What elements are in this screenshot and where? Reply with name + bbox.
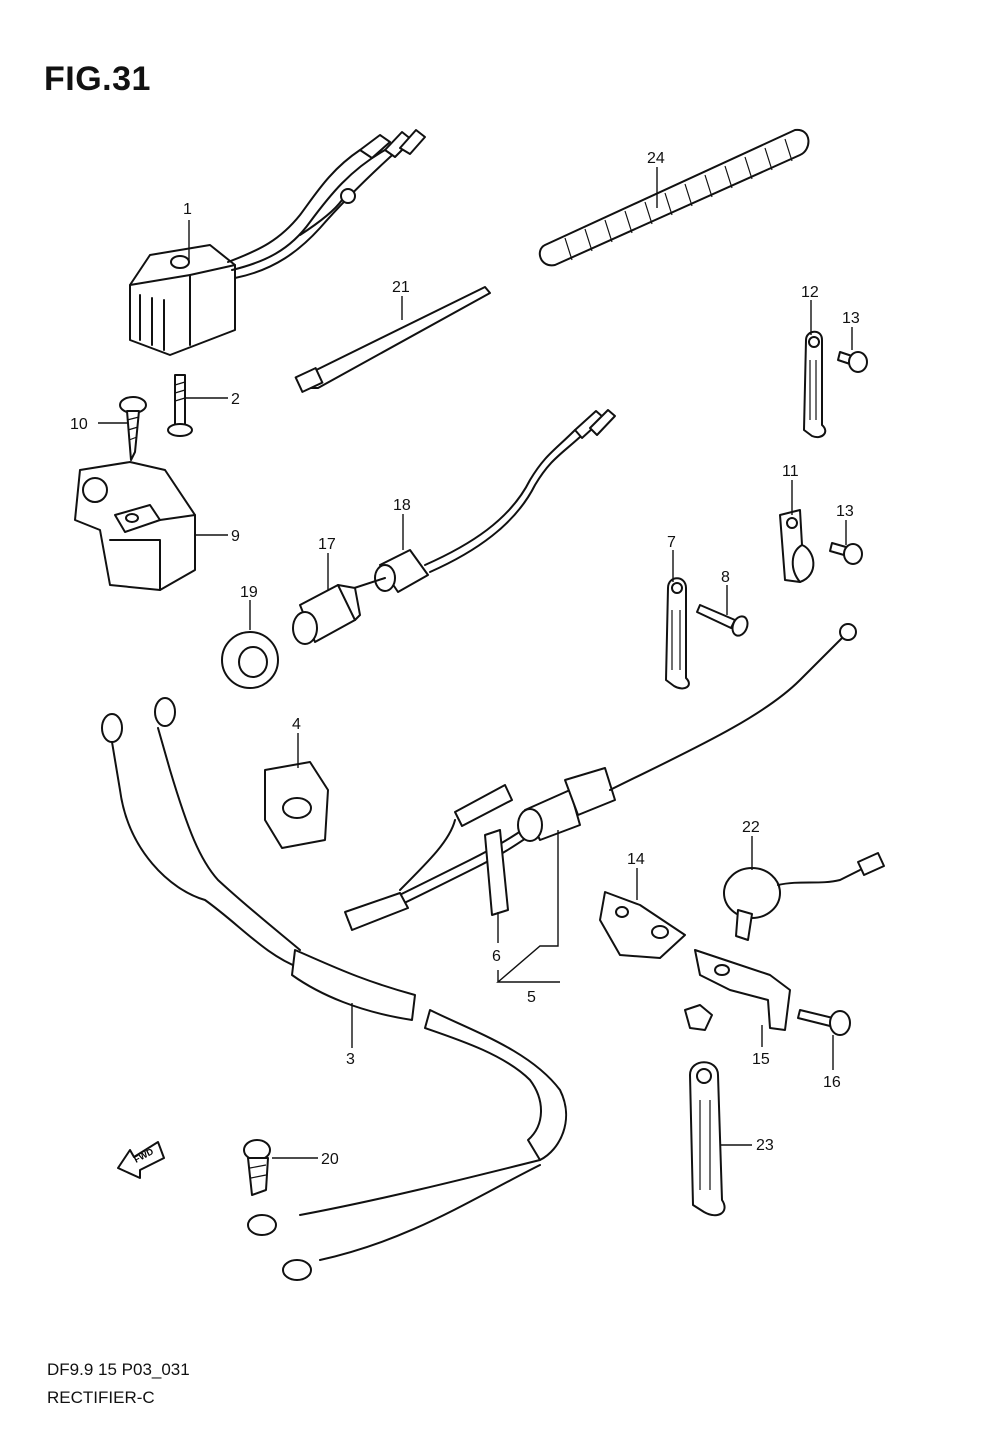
callout-10: 10 [70,416,88,433]
part-17-lamp-holder [292,584,361,645]
callout-16: 16 [823,1074,841,1091]
callout-5: 5 [527,989,536,1006]
part-20-bolt [243,1139,271,1196]
part-7-clamp [665,577,690,690]
callout-22: 22 [742,819,760,836]
callout-20: 20 [321,1151,339,1168]
callout-1: 1 [183,201,192,218]
callout-9: 9 [231,528,240,545]
figure-code: DF9.9 15 P03_031 [47,1360,190,1379]
part-9-bracket [74,461,196,591]
callout-23: 23 [756,1137,774,1154]
callout-15: 15 [752,1051,770,1068]
part-22-switch [723,852,885,941]
figure-title: FIG.31 [44,60,151,98]
callout-2: 2 [231,391,240,408]
figure-name: RECTIFIER-C [47,1388,155,1407]
part-18-cable-grommet [341,409,616,593]
callout-6: 6 [492,948,501,965]
callout-13-upper: 13 [842,310,860,327]
callout-21: 21 [392,279,410,296]
callout-8: 8 [721,569,730,586]
callout-12: 12 [801,284,819,301]
callout-7: 7 [667,534,676,551]
callout-14: 14 [627,851,645,868]
callout-4: 4 [292,716,301,733]
part-15-bracket [684,949,791,1031]
callout-labels: 1 2 3 4 5 6 7 8 9 10 11 12 13 13 14 15 1… [70,150,860,1168]
part-23-clamp [689,1061,726,1217]
callout-3: 3 [346,1051,355,1068]
part-8-screw [696,604,749,637]
fwd-arrow-icon: FWD [117,1141,165,1179]
part-2-bolt [167,374,193,437]
part-21-cable-tie [294,286,491,393]
part-3-wire-harness [101,697,568,1281]
callout-11: 11 [782,463,799,480]
callout-19: 19 [240,584,258,601]
leader-lines [98,167,853,1159]
part-13-screw-upper [837,351,868,373]
callout-17: 17 [318,536,336,553]
part-1-rectifier [129,129,426,356]
part-11-p-clamp [779,509,815,583]
part-14-plate [599,891,686,959]
callout-18: 18 [393,497,411,514]
callout-24: 24 [647,150,665,167]
part-16-bolt [797,1009,851,1036]
part-24-spiral-tube [538,128,810,267]
part-13-screw-lower [829,542,863,565]
part-19-grommet [221,631,279,689]
callout-13-lower: 13 [836,503,854,520]
part-4-grommet [264,761,329,849]
part-10-screw [119,396,147,461]
part-5-sensor-assy [344,623,857,931]
part-12-clamp [803,330,827,438]
